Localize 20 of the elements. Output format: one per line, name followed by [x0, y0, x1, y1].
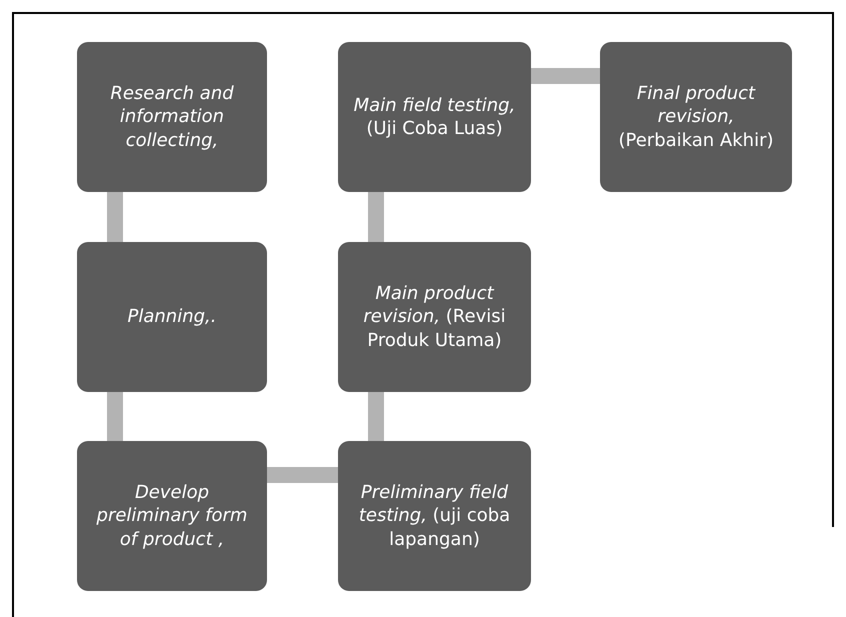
process-box — [77, 42, 267, 192]
box-text: Main product revision, (Revisi Produk Utama) — [362, 282, 507, 352]
process-box — [600, 42, 792, 192]
connector-bar — [267, 467, 338, 483]
process-box — [338, 242, 531, 392]
box-text: Main field testing, (Uji Coba Luas) — [352, 94, 516, 140]
connector-bar — [368, 192, 384, 242]
box-text: Research and information collecting, — [109, 82, 235, 152]
box-text: Preliminary field testing, (uji coba lapangan) — [358, 480, 512, 552]
process-box — [77, 242, 267, 392]
connector-bar — [531, 68, 600, 84]
box-text: Develop preliminary form of product , — [96, 480, 248, 552]
connector-bar — [107, 192, 123, 242]
process-box — [77, 441, 267, 591]
box-text: Final product revision, (Perbaikan Akhir) — [617, 82, 774, 152]
connector-bar — [107, 392, 123, 441]
process-box — [338, 441, 531, 591]
connector-bar — [368, 392, 384, 441]
box-text: Planning,. — [128, 305, 216, 329]
process-box — [338, 42, 531, 192]
